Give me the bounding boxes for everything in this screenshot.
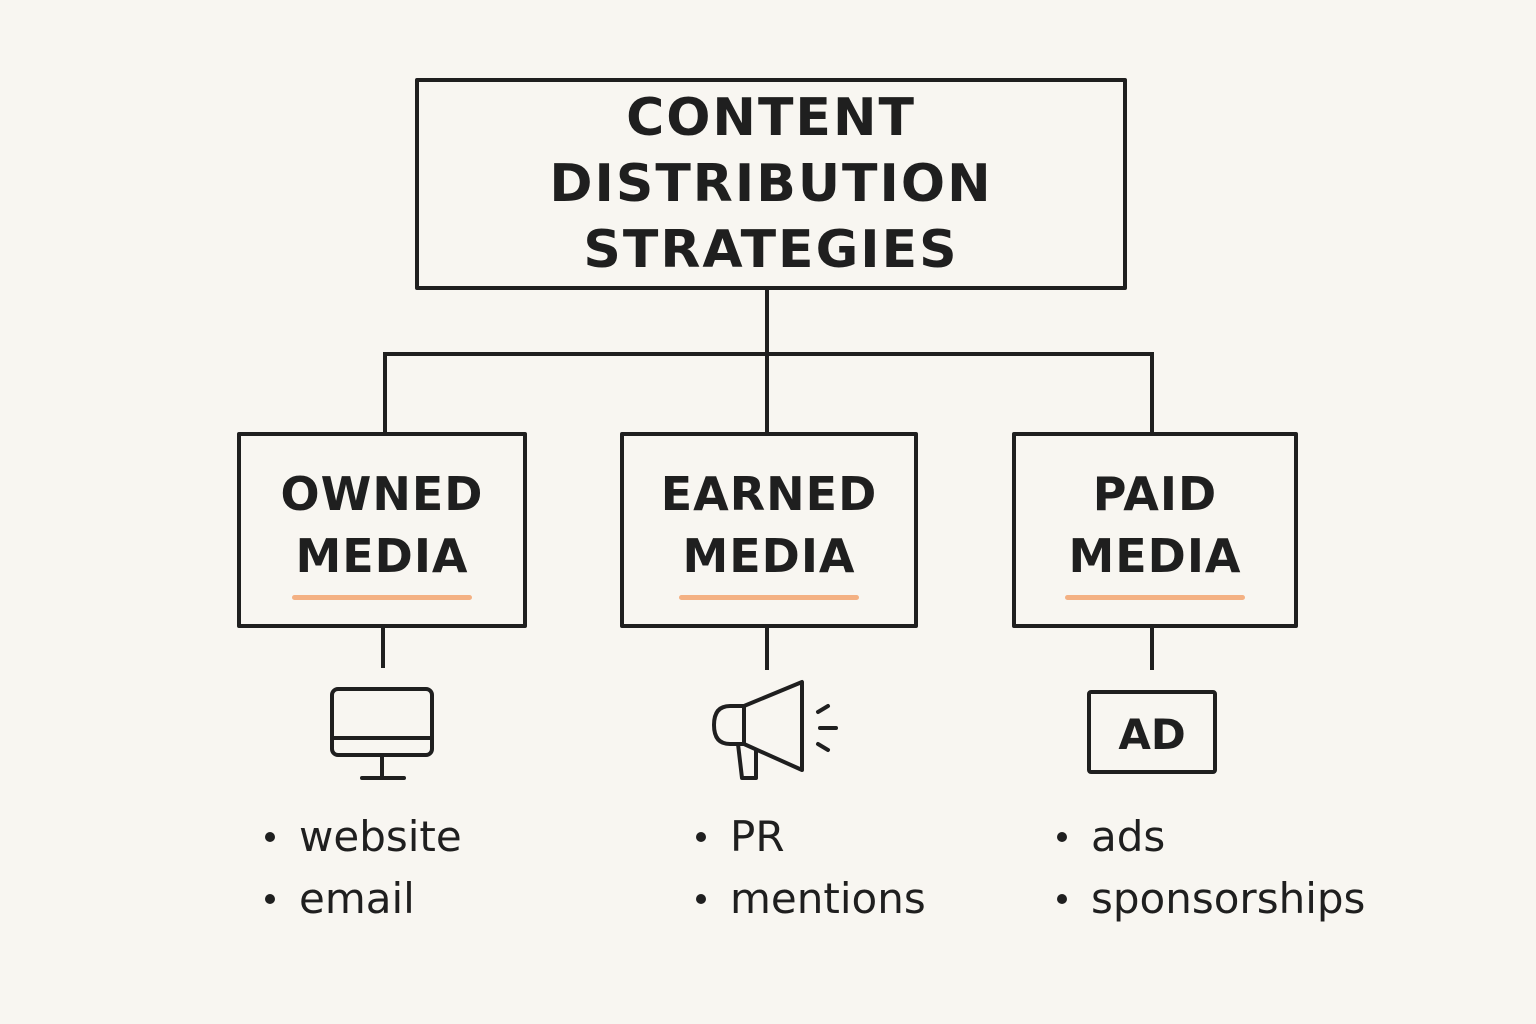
list-item-label: PR (730, 812, 785, 861)
list-item: website (265, 806, 462, 868)
earned-media-underline (679, 595, 859, 600)
list-item-label: ads (1091, 812, 1166, 861)
bullet-dot (265, 894, 275, 904)
earned-media-line-2: MEDIA (682, 529, 856, 583)
paid-media-line-2: MEDIA (1068, 529, 1242, 583)
paid-media-underline (1065, 595, 1245, 600)
owned-media-underline (292, 595, 472, 600)
title-line-1: CONTENT DISTRIBUTION (549, 88, 993, 214)
title-box: CONTENT DISTRIBUTION STRATEGIES (415, 78, 1127, 290)
bullet-dot (265, 832, 275, 842)
paid-media-box: PAID MEDIA (1012, 432, 1298, 628)
list-item-label: sponsorships (1091, 874, 1366, 923)
list-item: sponsorships (1057, 868, 1365, 930)
bullet-dot (1057, 894, 1067, 904)
owned-media-box: OWNED MEDIA (237, 432, 527, 628)
bullet-dot (696, 832, 706, 842)
ad-sign-label: AD (1118, 710, 1185, 759)
owned-media-line-1: OWNED (280, 467, 484, 521)
owned-media-line-2: MEDIA (295, 529, 469, 583)
list-item-label: email (299, 874, 415, 923)
title-line-2: STRATEGIES (583, 220, 959, 280)
list-item: email (265, 868, 462, 930)
list-item-label: website (299, 812, 462, 861)
list-item: mentions (696, 868, 926, 930)
list-item: ads (1057, 806, 1365, 868)
earned-media-box: EARNED MEDIA (620, 432, 918, 628)
paid-media-list: ads sponsorships (1057, 806, 1365, 930)
bullet-dot (696, 894, 706, 904)
paid-media-line-1: PAID (1092, 467, 1218, 521)
list-item: PR (696, 806, 926, 868)
megaphone-icon (712, 680, 838, 780)
list-item-label: mentions (730, 874, 926, 923)
earned-media-list: PR mentions (696, 806, 926, 930)
ad-sign-icon: AD (1087, 690, 1217, 774)
computer-monitor-icon (330, 687, 434, 780)
earned-media-line-1: EARNED (660, 467, 878, 521)
bullet-dot (1057, 832, 1067, 842)
owned-media-list: website email (265, 806, 462, 930)
